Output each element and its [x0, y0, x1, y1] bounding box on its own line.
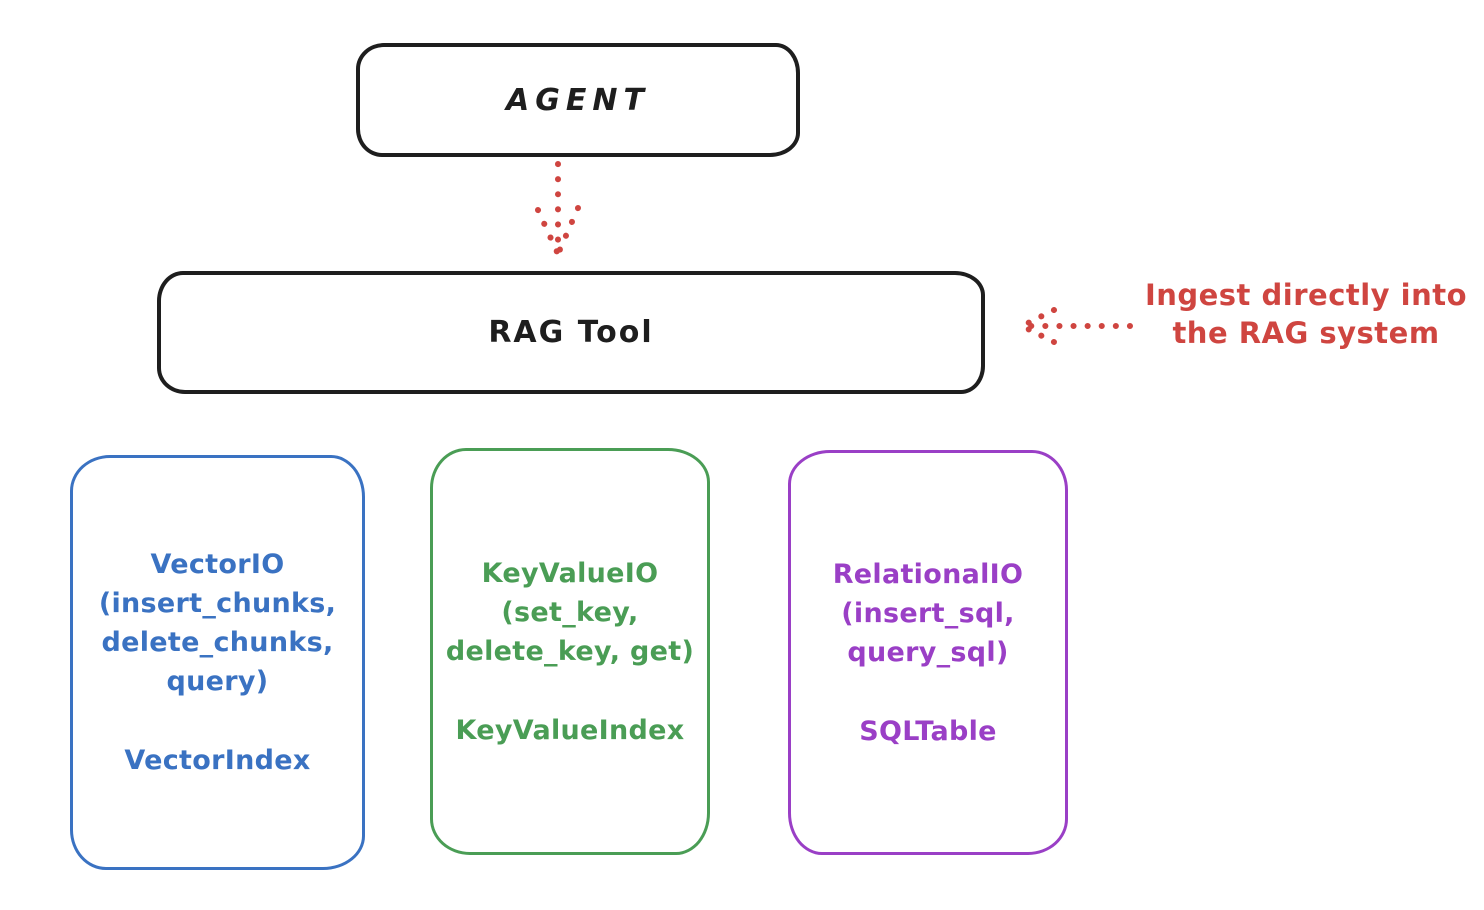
vector-io-title: VectorIO (insert_chunks, delete_chunks, …	[99, 545, 336, 701]
sql-table-label: SQLTable	[859, 715, 997, 747]
rag-tool-label: RAG Tool	[488, 315, 654, 350]
card-title-line: RelationalIO	[832, 558, 1024, 590]
ingest-annotation-line2: the RAG system	[1172, 316, 1440, 350]
card-title-line: delete_chunks,	[101, 627, 334, 658]
agent-box: AGENT	[356, 43, 800, 157]
ingest-arrow-icon	[1019, 307, 1133, 345]
rag-tool-box: RAG Tool	[157, 271, 985, 394]
card-title-line: (insert_chunks,	[98, 588, 337, 619]
card-title-line: KeyValueIO	[481, 557, 659, 589]
card-title-line: delete_key, get)	[445, 635, 695, 667]
key-value-io-card: KeyValueIO (set_key, delete_key, get) Ke…	[430, 448, 710, 855]
card-title-line: (set_key,	[501, 596, 639, 628]
relational-io-title: RelationalIO (insert_sql, query_sql)	[833, 555, 1024, 672]
key-value-io-title: KeyValueIO (set_key, delete_key, get)	[446, 554, 694, 671]
card-title-line: query)	[166, 666, 269, 697]
relational-io-card: RelationalIO (insert_sql, query_sql) SQL…	[788, 450, 1068, 855]
card-title-line: query_sql)	[847, 636, 1009, 668]
agent-to-rag-arrow-icon	[535, 161, 581, 257]
key-value-index-label: KeyValueIndex	[455, 714, 685, 746]
card-title-line: (insert_sql,	[841, 597, 1015, 629]
agent-label: AGENT	[506, 82, 650, 118]
vector-index-label: VectorIndex	[124, 745, 311, 776]
card-title-line: VectorIO	[150, 549, 285, 580]
ingest-annotation-line1: Ingest directly into	[1144, 278, 1468, 312]
vector-io-card: VectorIO (insert_chunks, delete_chunks, …	[70, 455, 365, 870]
ingest-annotation: Ingest directly into the RAG system	[1136, 276, 1476, 352]
